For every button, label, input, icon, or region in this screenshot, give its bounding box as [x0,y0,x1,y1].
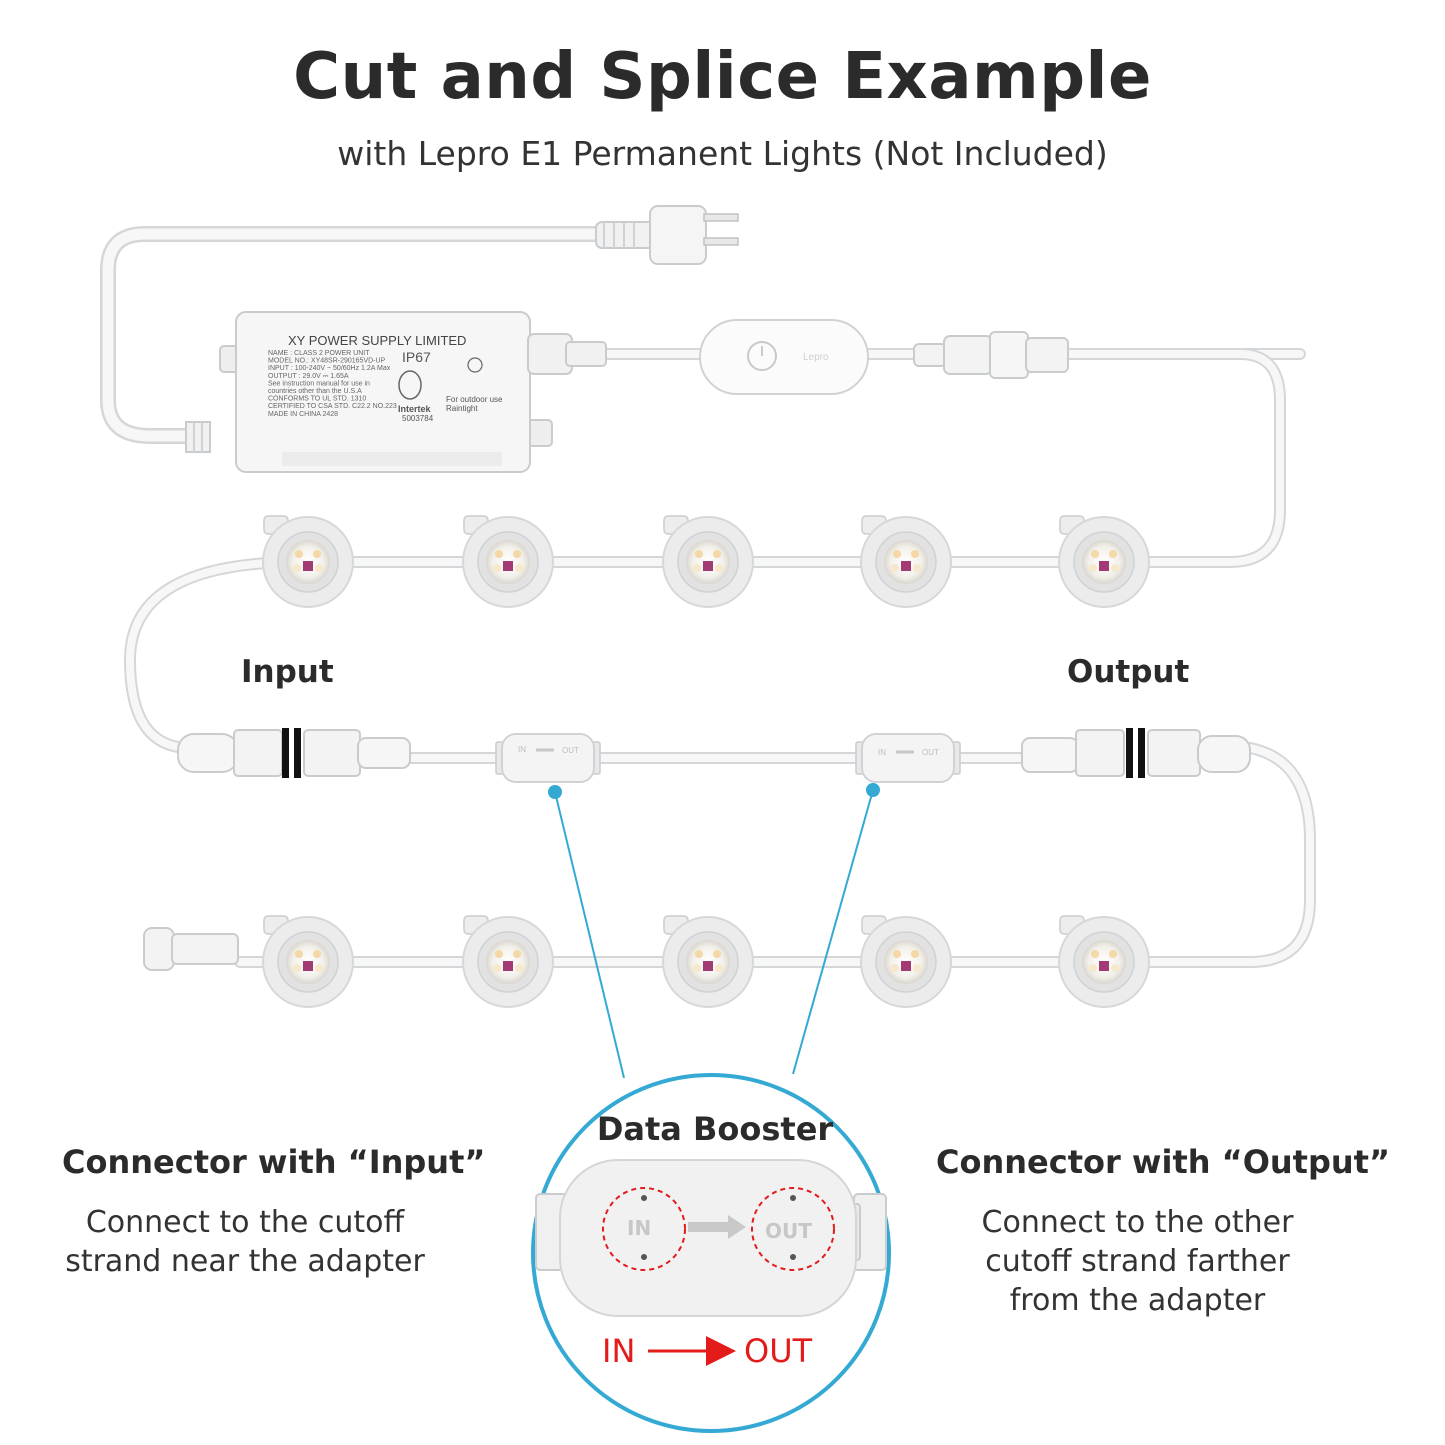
right-panel-line: cutoff strand farther [985,1244,1290,1279]
led-light [662,515,754,608]
right-panel-line: Connect to the other [981,1205,1294,1240]
right-panel-line: from the adapter [1009,1283,1266,1318]
output-connector [1021,728,1251,778]
left-panel-description: Connect to the cutoff strand near the ad… [30,1203,460,1281]
adapter-ip-rating: IP67 [402,349,431,365]
power-adapter: XY POWER SUPPLY LIMITED IP67 Intertek 50… [185,311,607,473]
led-light [462,915,554,1008]
input-connector [177,728,411,778]
adapter-cert: Intertek [398,404,432,414]
mini-booster-left: IN OUT [495,733,601,783]
booster-title: Data Booster [596,1110,834,1148]
right-panel-description: Connect to the other cutoff strand farth… [930,1203,1345,1320]
led-light [662,915,754,1008]
flow-in-label: IN [602,1332,635,1370]
right-panel-heading: Connector with “Output” [936,1143,1390,1181]
mini-booster-right: IN OUT [855,733,961,783]
led-light [1058,915,1150,1008]
zoom-booster-in: IN [627,1216,651,1240]
left-panel-line: strand near the adapter [65,1244,425,1279]
end-cap [143,927,239,971]
output-label: Output [1067,654,1190,690]
mini-booster-right-in: IN [878,748,886,757]
page-title: Cut and Splice Example [293,40,1152,114]
flow-out-label: OUT [744,1332,813,1370]
left-panel-line: Connect to the cutoff [85,1205,405,1240]
adapter-label-line: See instruction manual for use in [268,380,370,387]
led-light [860,915,952,1008]
adapter-label-line: NAME : CLASS 2 POWER UNIT [268,350,370,357]
adapter-label-line: MADE IN CHINA 2428 [268,411,338,418]
led-light [1058,515,1150,608]
adapter-cert-no: 5003784 [402,414,434,423]
controller: Lepro [699,319,869,395]
adapter-brand: XY POWER SUPPLY LIMITED [288,333,466,348]
adapter-label-line: INPUT : 100-240V ~ 50/60Hz 1.2A Max [268,365,391,372]
adapter-raintight: Raintight [446,404,478,413]
led-light [262,515,354,608]
page-subtitle: with Lepro E1 Permanent Lights (Not Incl… [337,134,1108,173]
zoom-booster-out: OUT [765,1219,812,1243]
led-light [262,915,354,1008]
row2-feed [234,742,1316,968]
input-label: Input [241,654,334,690]
adapter-label-line: MODEL NO.: XY48SR-290165VD-UP [268,358,386,365]
left-panel-heading: Connector with “Input” [62,1143,486,1181]
led-light [860,515,952,608]
adapter-outdoor: For outdoor use [446,395,503,404]
booster-zoom-circle: IN OUT IN OUT [531,1073,891,1433]
adapter-label-line: countries other than the U.S.A [268,388,362,395]
mini-booster-left-in: IN [518,745,526,754]
mini-booster-left-out: OUT [562,746,579,755]
adapter-label-line: OUTPUT : 29.0V ⎓ 1.65A [268,373,349,380]
power-plug [595,205,739,265]
upper-waterproof-connector [913,331,1069,379]
controller-brand: Lepro [803,352,829,363]
adapter-label-line: CERTIFIED TO CSA STD. C22.2 NO.223 [268,403,397,410]
adapter-label-line: CONFORMS TO UL STD. 1310 [268,396,366,403]
callout-lines [548,783,880,1079]
mini-booster-right-out: OUT [922,748,939,757]
led-light [462,515,554,608]
